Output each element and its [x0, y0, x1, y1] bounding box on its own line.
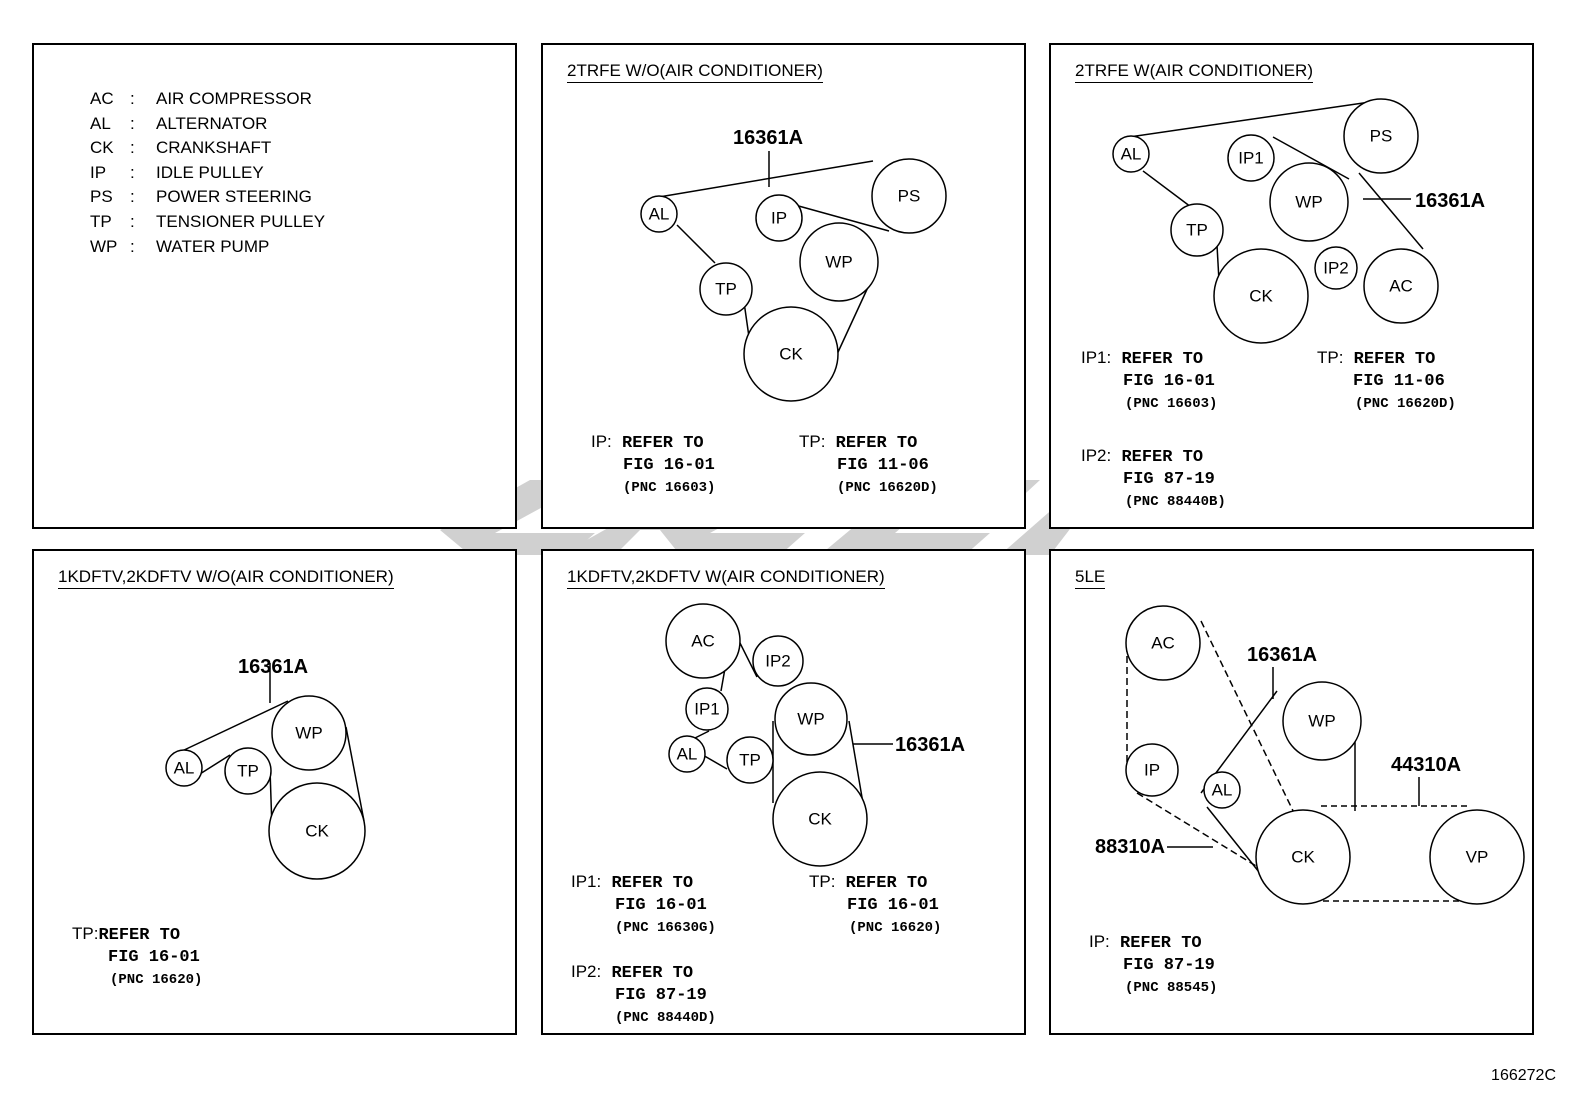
- part-number-belt-ac: 88310A: [1095, 836, 1165, 858]
- pulley-ps: PS: [898, 187, 921, 206]
- pulley-ps: PS: [1370, 127, 1393, 146]
- pulley-al: AL: [677, 745, 698, 764]
- pulley-ac: AC: [691, 632, 715, 651]
- pulley-tp: TP: [739, 751, 761, 770]
- pulley-vp: VP: [1466, 848, 1489, 867]
- legend-colon: :: [130, 187, 135, 207]
- pulley-al: AL: [1212, 781, 1233, 800]
- legend-panel: AC: AIR COMPRESSOR AL: ALTERNATOR CK: CRANK…: [32, 43, 517, 529]
- pulley-wp: WP: [797, 710, 824, 729]
- pulley-ac: AC: [1389, 277, 1413, 296]
- pulley-ck: CK: [1249, 287, 1273, 306]
- legend-colon: :: [130, 211, 135, 231]
- part-number: 16361A: [895, 734, 965, 756]
- legend-name: POWER STEERING: [156, 187, 312, 207]
- panel-title: 5LE: [1075, 567, 1106, 589]
- belt-diagram: AC IP2 IP1 WP AL TP CK 16361A: [665, 603, 965, 867]
- panel-5le: AC IP WP AL CK VP 16361A 44310A 88310A 5…: [1049, 549, 1534, 1035]
- pulley-ip: IP: [1144, 761, 1160, 780]
- pulley-tp: TP: [1186, 221, 1208, 240]
- pulley-ip2: IP2: [1323, 259, 1349, 278]
- legend-row: CK: CRANKSHAFT: [90, 138, 325, 163]
- legend-code: PS: [90, 187, 113, 207]
- belt-diagram: AL IP PS WP TP CK 16361A: [640, 127, 947, 402]
- belt-diagram: AL TP WP CK 16361A: [165, 656, 366, 880]
- part-number: 16361A: [238, 656, 308, 678]
- pulley-tp: TP: [715, 280, 737, 299]
- pulley-al: AL: [1121, 145, 1142, 164]
- pulley-ip1: IP1: [1238, 149, 1264, 168]
- legend-row: TP: TENSIONER PULLEY: [90, 212, 325, 237]
- pulley-ck: CK: [1291, 848, 1315, 867]
- panel-title: 1KDFTV,2KDFTV W/O(AIR CONDITIONER): [58, 567, 394, 589]
- pulley-wp: WP: [295, 724, 322, 743]
- legend-code: WP: [90, 236, 118, 256]
- pulley-al: AL: [649, 205, 670, 224]
- panel-title: 1KDFTV,2KDFTV W(AIR CONDITIONER): [567, 567, 885, 589]
- pulley-wp: WP: [1308, 712, 1335, 731]
- panel-title: 2TRFE W(AIR CONDITIONER): [1075, 61, 1313, 83]
- belt-diagram: AL IP1 PS WP TP CK IP2 AC 16361A: [1112, 98, 1485, 344]
- legend-code: TP: [90, 211, 112, 231]
- pulley-ip2: IP2: [765, 652, 791, 671]
- panel-2trfe-wo-ac: AL IP PS WP TP CK 16361A 2TRFE W/O(AIR C…: [541, 43, 1026, 529]
- part-number: 16361A: [1415, 190, 1485, 212]
- pulley-ip1: IP1: [694, 700, 720, 719]
- legend-list: AC: AIR COMPRESSOR AL: ALTERNATOR CK: CRANK…: [90, 89, 325, 261]
- legend-row: WP: WATER PUMP: [90, 237, 325, 262]
- part-number: 16361A: [733, 127, 803, 149]
- legend-name: WATER PUMP: [156, 236, 270, 256]
- pulley-ck: CK: [305, 822, 329, 841]
- panel-title: 2TRFE W/O(AIR CONDITIONER): [567, 61, 823, 83]
- panel-2trfe-w-ac: AL IP1 PS WP TP CK IP2 AC 16361A 2TRFE W…: [1049, 43, 1534, 529]
- legend-code: AL: [90, 113, 111, 133]
- legend-name: IDLE PULLEY: [156, 162, 264, 182]
- legend-code: AC: [90, 89, 114, 108]
- pulley-al: AL: [174, 759, 195, 778]
- pulley-tp: TP: [237, 762, 259, 781]
- legend-colon: :: [130, 113, 135, 133]
- legend-name: ALTERNATOR: [156, 113, 268, 133]
- legend-row: PS: POWER STEERING: [90, 187, 325, 212]
- part-number-belt-main: 16361A: [1247, 644, 1317, 666]
- pulley-ck: CK: [779, 345, 803, 364]
- pulley-ip: IP: [771, 209, 787, 228]
- legend-colon: :: [130, 236, 135, 256]
- part-number-belt-vp: 44310A: [1391, 754, 1461, 776]
- legend-row: IP: IDLE PULLEY: [90, 163, 325, 188]
- pulley-ck: CK: [808, 810, 832, 829]
- legend-code: CK: [90, 138, 114, 158]
- panel-1kdftv-wo-ac: AL TP WP CK 16361A 1KDFTV,2KDFTV W/O(AIR…: [32, 549, 517, 1035]
- belt-diagram: AC IP WP AL CK VP 16361A 44310A 88310A: [1095, 605, 1525, 905]
- document-id: 166272C: [1491, 1067, 1556, 1084]
- legend-row: AL: ALTERNATOR: [90, 114, 325, 139]
- legend-name: CRANKSHAFT: [156, 138, 272, 158]
- legend-colon: :: [130, 89, 135, 108]
- legend-row: AC: AIR COMPRESSOR: [90, 89, 325, 114]
- legend-name: TENSIONER PULLEY: [156, 211, 326, 231]
- pulley-wp: WP: [1295, 193, 1322, 212]
- pulley-ac: AC: [1151, 634, 1175, 653]
- legend-code: IP: [90, 162, 107, 182]
- legend-name: AIR COMPRESSOR: [156, 89, 312, 108]
- legend-colon: :: [130, 162, 135, 182]
- panel-1kdftv-w-ac: AC IP2 IP1 WP AL TP CK 16361A 1KDFTV,2KD…: [541, 549, 1026, 1035]
- pulley-wp: WP: [825, 253, 852, 272]
- legend-colon: :: [130, 138, 135, 158]
